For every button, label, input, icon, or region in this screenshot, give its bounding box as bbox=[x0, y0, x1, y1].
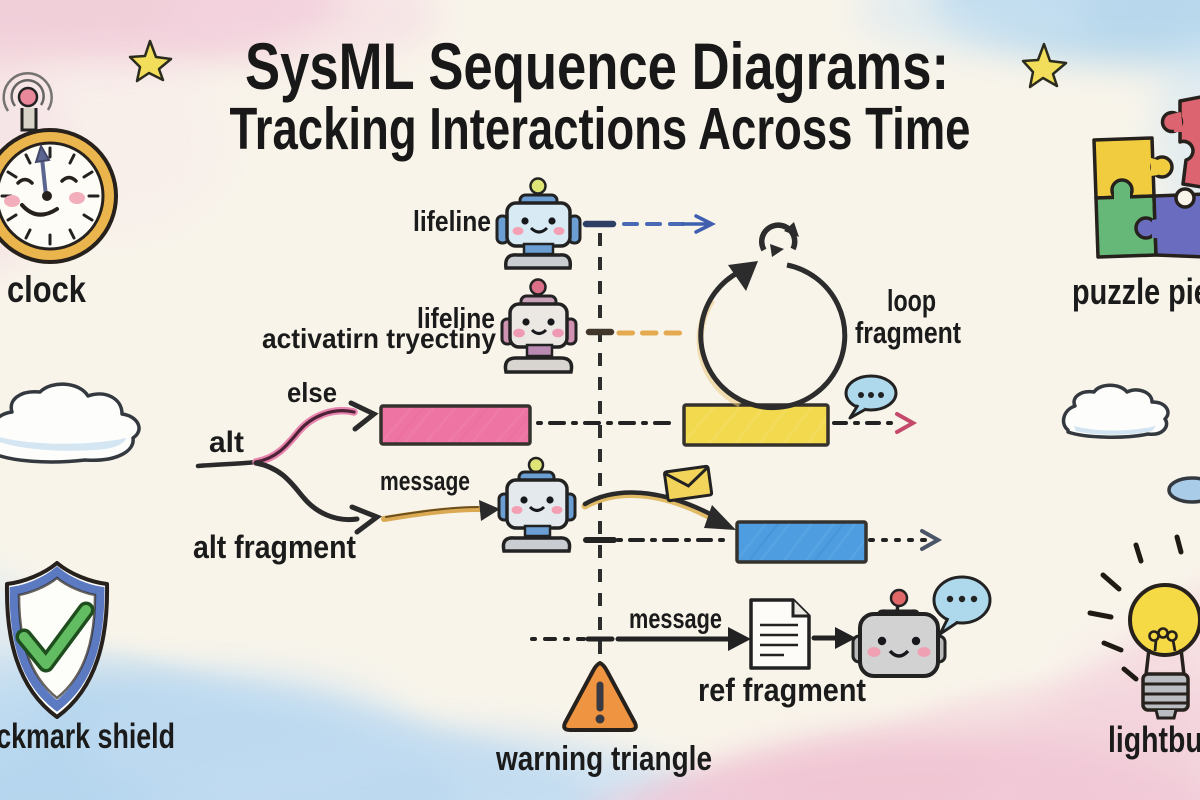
svg-text:alt fragment: alt fragment bbox=[193, 529, 356, 565]
svg-text:puzzle pieces: puzzle pieces bbox=[1072, 271, 1200, 312]
svg-text:lightbulb: lightbulb bbox=[1108, 719, 1200, 760]
svg-text:loop: loop bbox=[887, 283, 936, 318]
svg-text:activatirn tryectiny: activatirn tryectiny bbox=[262, 323, 496, 354]
svg-text:alt: alt bbox=[209, 426, 244, 459]
svg-text:clock: clock bbox=[7, 269, 86, 310]
svg-text:warning triangle: warning triangle bbox=[495, 740, 712, 778]
svg-text:Tracking Interactions Across T: Tracking Interactions Across Time bbox=[230, 96, 971, 162]
svg-text:message: message bbox=[380, 466, 470, 496]
svg-text:lifeline: lifeline bbox=[413, 206, 491, 238]
svg-text:else: else bbox=[287, 377, 337, 408]
svg-text:fragment: fragment bbox=[855, 315, 961, 350]
svg-text:ref fragment: ref fragment bbox=[698, 672, 866, 708]
svg-text:message: message bbox=[629, 603, 722, 634]
svg-text:SysML Sequence Diagrams:: SysML Sequence Diagrams: bbox=[245, 29, 949, 103]
svg-text:checkmark shield: checkmark shield bbox=[0, 717, 175, 756]
svg-text:lifeline: lifeline bbox=[417, 303, 495, 335]
